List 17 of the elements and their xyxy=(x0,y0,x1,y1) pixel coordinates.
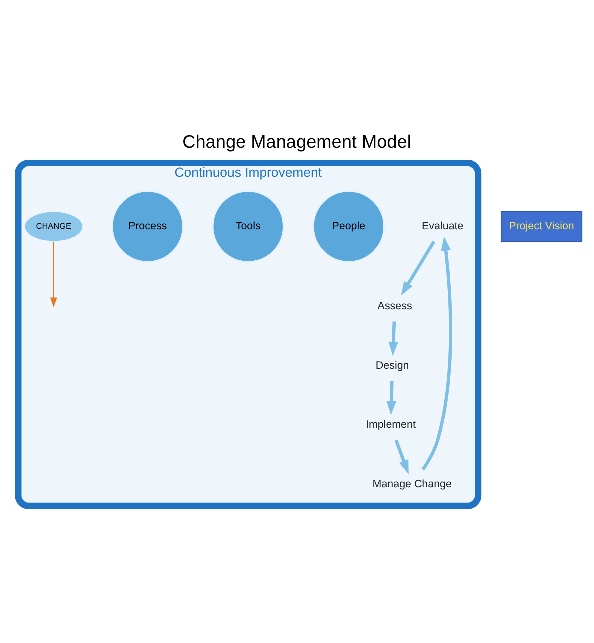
arrow xyxy=(50,242,58,308)
arrow xyxy=(388,322,399,356)
arrow xyxy=(394,440,409,474)
node-ellipse: CHANGE xyxy=(24,211,84,242)
node-circle: Tools xyxy=(212,190,285,263)
arrow xyxy=(401,241,436,296)
node-text: Manage Change xyxy=(372,478,452,490)
node-text: Implement xyxy=(366,419,416,432)
node-circle: People xyxy=(312,190,386,263)
node-text: Assess xyxy=(378,300,412,312)
node-circle: Process xyxy=(112,190,184,263)
arrow xyxy=(386,381,397,416)
arrow xyxy=(422,236,452,471)
diagram-title: Change Management Model xyxy=(182,132,412,152)
node-box: Project Vision xyxy=(500,211,583,242)
node-text: Evaluate xyxy=(422,220,464,233)
node-text: Design xyxy=(376,360,410,372)
